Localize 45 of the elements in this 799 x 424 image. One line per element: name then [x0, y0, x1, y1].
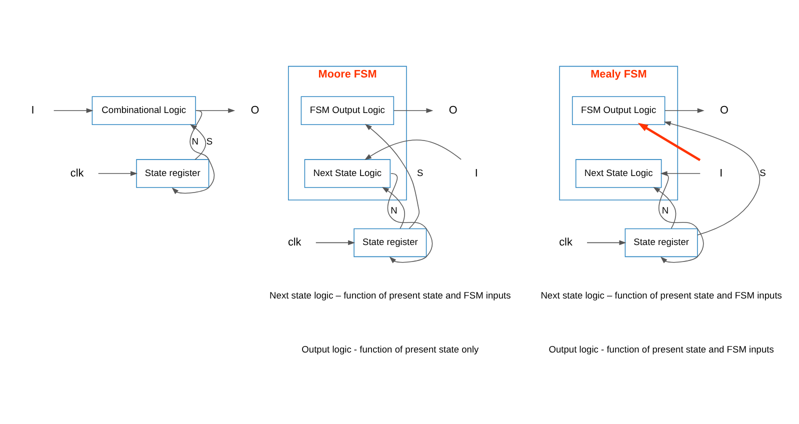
arrow — [364, 140, 462, 160]
arrow — [53, 108, 94, 114]
edge-label: S — [416, 168, 424, 178]
edge-label: N — [192, 136, 199, 146]
node-box: Next State Logic — [304, 159, 391, 188]
arrow — [387, 173, 433, 264]
node-text: O — [448, 104, 458, 116]
node-box: Combinational Logic — [92, 96, 196, 125]
node-box: State register — [624, 228, 698, 258]
arrow — [660, 171, 701, 176]
arrow — [98, 171, 138, 176]
edge-label: N — [662, 206, 669, 216]
node-text: I — [31, 104, 34, 116]
node-box: State register — [136, 159, 210, 188]
node-text: clk — [288, 236, 302, 249]
node-text: O — [720, 104, 728, 116]
node-text: O — [250, 104, 260, 116]
arrow — [172, 110, 215, 194]
arrow — [195, 108, 236, 114]
arrow — [364, 124, 420, 229]
arrow — [653, 186, 676, 229]
arrow — [382, 186, 405, 229]
node-text: I — [474, 167, 478, 180]
edge-label: S — [760, 168, 766, 178]
node-box: State register — [354, 228, 427, 258]
node-box: FSM Output Logic — [572, 96, 666, 125]
node-text: I — [720, 167, 723, 180]
arrow — [586, 240, 626, 246]
arrow — [638, 122, 701, 162]
arrow — [394, 108, 434, 114]
arrow — [658, 173, 704, 264]
label: Next state logic – function of present state and FSM inputs — [270, 290, 511, 301]
arrow — [190, 124, 206, 160]
arrow — [664, 121, 760, 236]
edge-label: S — [206, 136, 213, 146]
label: Output logic - function of present state only — [302, 344, 479, 354]
arrow — [664, 108, 704, 114]
node-box: Next State Logic — [575, 159, 662, 188]
node-text: clk — [70, 167, 84, 180]
label: Output logic - function of present state and FSM inputs — [548, 344, 774, 354]
label: Next state logic – function of present state and FSM inputs — [540, 290, 782, 301]
node-box: FSM Output Logic — [300, 96, 394, 125]
node-text: clk — [559, 236, 572, 249]
edge-label: N — [390, 206, 398, 216]
arrow — [316, 240, 356, 246]
